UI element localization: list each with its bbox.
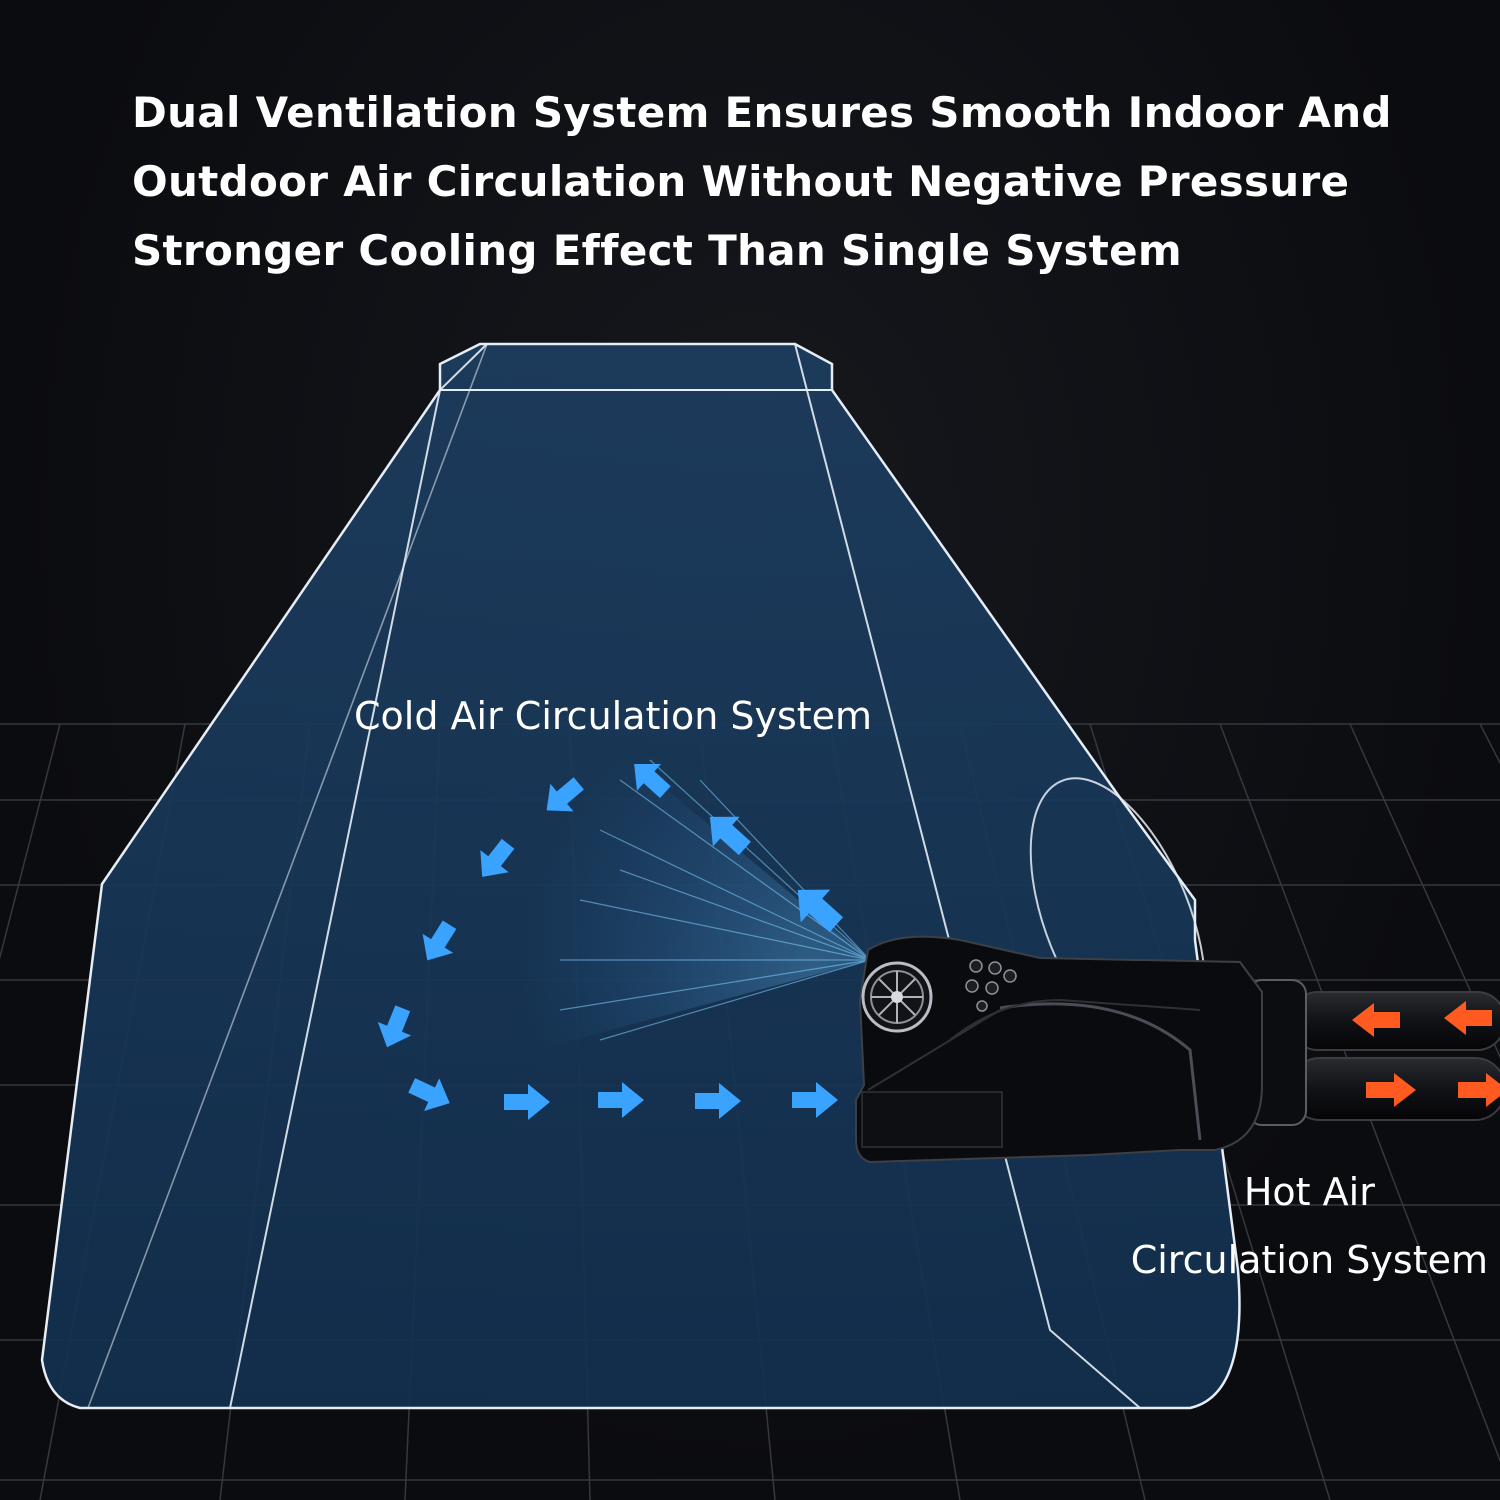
cold-arrow [797, 889, 844, 933]
cold-arrow [480, 838, 515, 877]
cold-air-label: Cold Air Circulation System [354, 694, 873, 738]
cold-arrow [598, 1082, 644, 1118]
headline-line: Outdoor Air Circulation Without Negative… [132, 157, 1350, 206]
headline-line: Stronger Cooling Effect Than Single Syst… [132, 226, 1182, 275]
hot-air-label-line: Hot Air [1243, 1170, 1375, 1214]
cold-arrow [792, 1082, 838, 1118]
hot-arrow [1458, 1073, 1500, 1107]
cold-arrow [634, 763, 671, 798]
exhaust-hoses [1247, 979, 1500, 1126]
air-conditioner-unit [855, 935, 1263, 1164]
cold-air-arrows [377, 763, 844, 1120]
cold-arrow [695, 1083, 741, 1119]
cold-arrow [422, 920, 457, 961]
hot-air-label: Hot Air Circulation System [1131, 1158, 1488, 1294]
hot-air-label-line: Circulation System [1130, 1238, 1488, 1282]
hot-arrow [1444, 1001, 1492, 1035]
headline: Dual Ventilation System Ensures Smooth I… [132, 78, 1472, 285]
hot-arrow [1366, 1073, 1416, 1107]
cold-air-spray [500, 700, 871, 1060]
headline-line: Dual Ventilation System Ensures Smooth I… [132, 88, 1392, 137]
control-panel [965, 959, 1017, 1012]
cold-arrow [408, 1078, 450, 1112]
cold-arrow [546, 777, 584, 812]
cold-arrow [504, 1084, 550, 1120]
hot-arrow [1352, 1003, 1400, 1037]
cold-arrow [377, 1005, 412, 1048]
cold-arrow [709, 816, 751, 856]
fan-icon [861, 961, 933, 1033]
hot-air-arrows [1352, 1001, 1500, 1107]
